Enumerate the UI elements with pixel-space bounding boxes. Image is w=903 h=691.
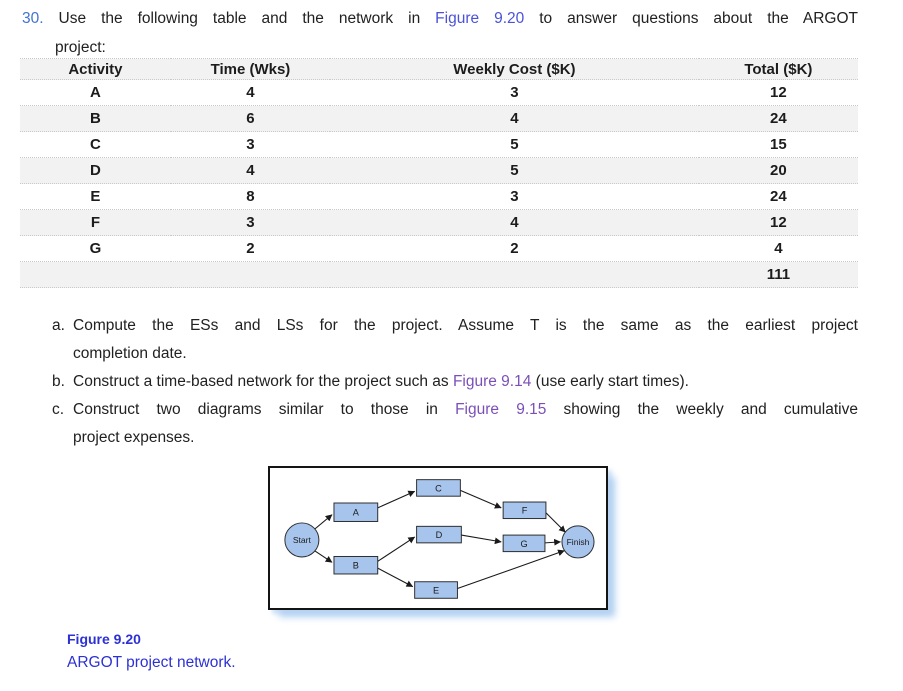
cell-total: 24 — [698, 183, 858, 210]
node-g-label: G — [520, 539, 527, 549]
network-diagram: Start A B C D E F G Finish — [268, 466, 608, 610]
figure-caption-title: Figure 9.20 — [67, 631, 141, 647]
node-b — [333, 555, 379, 575]
cell-time: 4 — [170, 157, 331, 184]
header-activity: Activity — [20, 58, 171, 80]
figure-9-15-link[interactable]: Figure 9.15 — [455, 401, 547, 418]
item-b-text-post: (use early start times). — [531, 373, 689, 390]
node-a — [333, 502, 379, 522]
edge-d-g — [461, 534, 502, 545]
edge-b-d — [377, 536, 416, 562]
cell-total: 12 — [698, 79, 858, 106]
node-d — [416, 525, 462, 544]
item-a-line2: completion date. — [73, 345, 187, 362]
item-c-text-pre: Construct two diagrams similar to those … — [73, 401, 456, 418]
header-time: Time (Wks) — [170, 58, 331, 80]
network-svg: Start A B C D E F G Finish — [284, 479, 595, 599]
cell-activity: E — [20, 183, 171, 210]
cell-activity: C — [20, 131, 171, 158]
node-f-label: F — [522, 506, 528, 516]
header-total: Total ($K) — [698, 58, 858, 80]
cell-total: 20 — [698, 157, 858, 184]
cell-time: 3 — [170, 131, 331, 158]
cell-time: 8 — [170, 183, 331, 210]
cell-activity: B — [20, 105, 171, 132]
node-c-label: C — [435, 483, 442, 493]
edge-f-finish — [545, 512, 566, 533]
item-c-text-post: showing the weekly and cumulative — [546, 401, 858, 418]
cell-weekly-cost: 4 — [330, 105, 699, 132]
cell-weekly-cost: 3 — [330, 183, 699, 210]
cell-total: 24 — [698, 105, 858, 132]
edge-start-b — [314, 550, 333, 563]
question-text-post: to answer questions about the ARGOT — [524, 10, 858, 27]
table-row: A 4 3 12 — [20, 79, 858, 106]
table-row: C 3 5 15 — [20, 131, 858, 158]
node-finish — [561, 525, 595, 559]
cell-weekly-cost: 3 — [330, 79, 699, 106]
table-row: D 4 5 20 — [20, 157, 858, 184]
node-a-label: A — [353, 508, 360, 518]
cell-activity: F — [20, 209, 171, 236]
cell-total: 4 — [698, 235, 858, 262]
table-total-row: 111 — [20, 261, 858, 288]
node-start — [284, 522, 320, 558]
table-row: F 3 4 12 — [20, 209, 858, 236]
cell-time: 4 — [170, 79, 331, 106]
table-row: E 8 3 24 — [20, 183, 858, 210]
table-row: G 2 2 4 — [20, 235, 858, 262]
edge-e-finish — [457, 549, 565, 590]
network-nodes: Start A B C D E F G Finish — [284, 479, 595, 599]
question-intro-line1: 30. Use the following table and the netw… — [22, 6, 858, 32]
cell-total: 12 — [698, 209, 858, 236]
cell-weekly-cost: 5 — [330, 157, 699, 184]
item-b-label: b. — [52, 373, 65, 390]
table-row: B 6 4 24 — [20, 105, 858, 132]
node-g — [502, 534, 546, 553]
item-a-line1: a. Compute the ESs and LSs for the projec… — [52, 316, 858, 336]
figure-9-14-link[interactable]: Figure 9.14 — [452, 373, 532, 390]
item-a-text: Compute the ESs and LSs for the project.… — [73, 317, 858, 334]
cell-activity: G — [20, 235, 171, 262]
question-number: 30. — [22, 10, 44, 27]
edge-start-a — [314, 514, 333, 530]
cell-total: 15 — [698, 131, 858, 158]
header-weekly-cost: Weekly Cost ($K) — [330, 58, 699, 80]
item-b-line: b. Construct a time-based network for the… — [52, 372, 858, 392]
cell-time: 3 — [170, 209, 331, 236]
figure-caption-text: ARGOT project network. — [67, 654, 236, 671]
node-d-label: D — [436, 530, 443, 540]
cell-weekly-cost: 2 — [330, 235, 699, 262]
item-c-line1: c. Construct two diagrams similar to thos… — [52, 400, 858, 420]
cell-weekly-cost: 5 — [330, 131, 699, 158]
node-finish-label: Finish — [567, 537, 590, 547]
edge-b-e — [377, 567, 414, 588]
cell-time: 6 — [170, 105, 331, 132]
edge-c-f — [460, 489, 502, 509]
item-c-label: c. — [52, 401, 65, 418]
network-edges — [314, 489, 566, 590]
node-b-label: B — [353, 561, 359, 571]
item-a-label: a. — [52, 317, 65, 334]
question-intro-line2: project: — [55, 39, 106, 56]
cell-grand-total: 111 — [698, 261, 858, 288]
edge-a-c — [377, 490, 416, 509]
table-header-row: Activity Time (Wks) Weekly Cost ($K) Tot… — [20, 58, 858, 80]
cell-weekly-cost: 4 — [330, 209, 699, 236]
item-c-line2: project expenses. — [73, 429, 195, 446]
activity-table: Activity Time (Wks) Weekly Cost ($K) Tot… — [20, 58, 858, 288]
node-f — [502, 501, 547, 520]
question-text-pre: Use the following table and the network … — [58, 10, 436, 27]
cell-time: 2 — [170, 235, 331, 262]
node-start-label: Start — [293, 535, 312, 545]
figure-9-20-link[interactable]: Figure 9.20 — [435, 10, 525, 27]
cell-activity: D — [20, 157, 171, 184]
node-e — [414, 581, 458, 599]
edge-g-finish — [544, 538, 561, 546]
cell-activity: A — [20, 79, 171, 106]
item-b-text-pre: Construct a time-based network for the p… — [73, 373, 453, 390]
node-e-label: E — [433, 585, 439, 595]
node-c — [416, 479, 461, 497]
